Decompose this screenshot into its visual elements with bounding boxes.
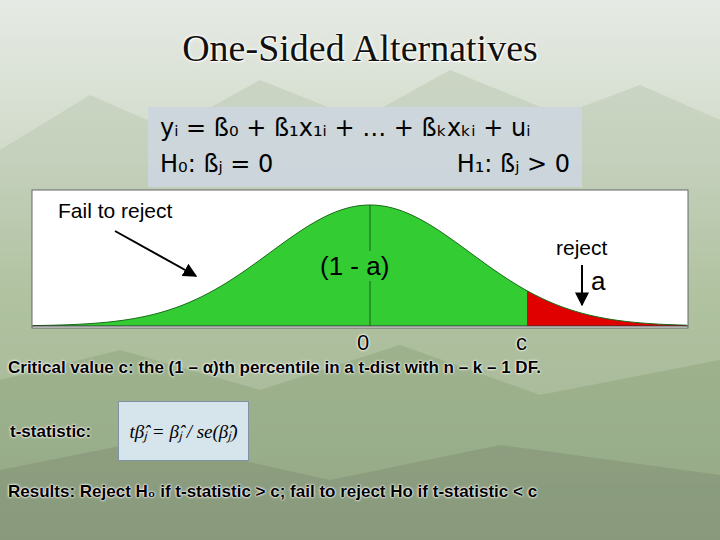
alpha-label: a [591, 266, 605, 296]
equation-text: yᵢ = ß₀ + ß₁x₁ᵢ + … + ßₖxₖᵢ + uᵢ [160, 111, 570, 145]
leader-arrow [115, 231, 196, 276]
note-text: Critical value c: the (1 – α)th percenti… [8, 358, 541, 378]
t-density-curve [33, 205, 687, 326]
rejection-region [527, 291, 687, 326]
note-text: t-statistic: [10, 422, 91, 442]
baseline [32, 326, 688, 327]
mountain-silhouette [0, 70, 720, 540]
slide-title: One-Sided Alternatives [0, 26, 720, 70]
formula-text: tβ̂ⱼ = β̂ⱼ / se(β̂ⱼ) [129, 418, 237, 444]
note-text: Results: Reject H₀ if t-statistic > c; f… [8, 482, 537, 502]
formula-box: tβ̂ⱼ = β̂ⱼ / se(β̂ⱼ) [118, 401, 249, 461]
probability-label: (1 - a) [316, 251, 393, 281]
equation-text: H₁: ßⱼ > 0 [457, 147, 570, 181]
region-label: Fail to reject [58, 199, 172, 223]
rock-silhouette [0, 440, 720, 540]
equation-text: H₀: ßⱼ = 0 [160, 147, 350, 181]
region-label: reject [556, 236, 607, 260]
equation-panel: yᵢ = ß₀ + ß₁x₁ᵢ + … + ßₖxₖᵢ + uᵢH₀: ßⱼ =… [148, 107, 582, 187]
critical-value-label: c [516, 330, 527, 355]
leader-arrow [581, 265, 583, 305]
chart-panel [32, 190, 688, 328]
fail-to-reject-region [33, 205, 527, 326]
hill-silhouette [0, 345, 720, 540]
axis-label: 0 [357, 330, 369, 355]
